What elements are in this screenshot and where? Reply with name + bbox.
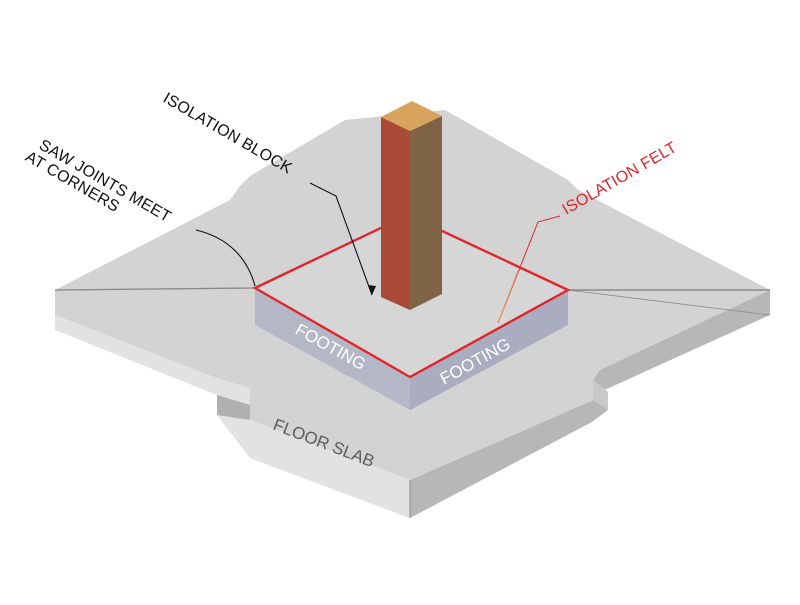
isolation-felt-outline (252, 213, 571, 379)
saw-joint-diag-right (567, 289, 771, 316)
floor-slab-notch-shadow (217, 395, 250, 420)
isolation-block-label: ISOLATION BLOCK (160, 90, 295, 178)
isolation-block-arrowhead (368, 285, 376, 295)
saw-joints-leader (195, 229, 256, 287)
footing-left-face (255, 288, 410, 410)
floor-slab-right-notch (593, 380, 608, 410)
isolation-felt-label: ISOLATION FELT (560, 139, 681, 218)
isolation-felt-leader-tail (497, 270, 519, 324)
footing-right-face (410, 290, 568, 410)
column-side-face (410, 116, 442, 310)
column-top-face (381, 101, 442, 131)
column-front-face (381, 117, 410, 310)
saw-joints-label: SAW JOINTS MEET AT CORNERS (22, 137, 173, 226)
isolation-block-leader (309, 182, 373, 296)
floor-slab-right-face (410, 290, 770, 518)
saw-joint-diag-left (54, 287, 256, 291)
